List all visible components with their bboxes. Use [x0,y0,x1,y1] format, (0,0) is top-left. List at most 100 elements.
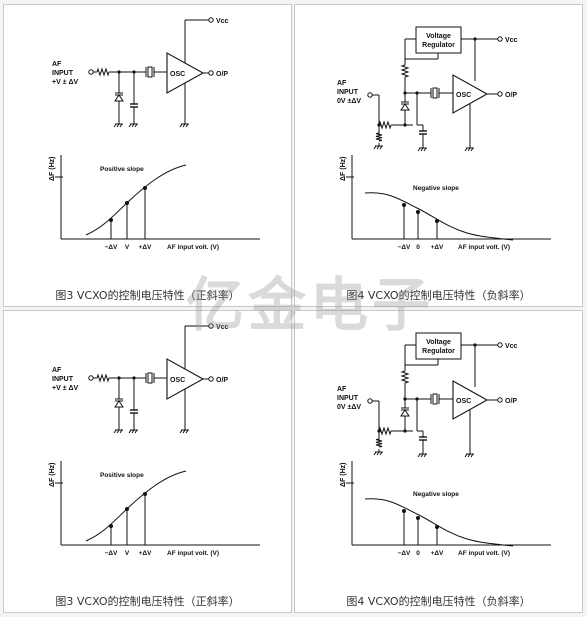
curve-label: Negative slope [413,491,459,498]
voltage-regulator-box [415,26,462,54]
y-axis-label: ΔF (Hz) [340,463,347,487]
y-axis-label: ΔF (Hz) [49,463,56,487]
resistor-icon [375,132,383,142]
resistor-icon [400,64,410,78]
terminal-icon [367,92,373,98]
regulator-label: Voltage [426,339,451,346]
terminal-icon [208,70,214,76]
terminal-icon [208,323,214,329]
input-label: INPUT [337,89,359,96]
input-label: 0V ±ΔV [337,98,361,105]
terminal-icon [88,375,94,381]
input-label: INPUT [52,376,74,383]
terminal-icon [208,376,214,382]
x-tick-label: 0 [416,550,420,557]
curve-label: Positive slope [100,472,144,479]
x-tick-label: −ΔV [105,550,118,557]
capacitor-icon [419,130,427,135]
x-tick-label: −ΔV [105,244,118,251]
curve-point [125,201,129,205]
x-axis-label: AF input volt. (V) [458,244,510,251]
y-axis-label: ΔF (Hz) [340,157,347,181]
ground-icon [373,449,383,456]
curve-point [143,186,147,190]
output-label: O/P [216,71,228,78]
output-label: O/P [216,377,228,384]
vcc-label: Vcc [216,18,229,25]
terminal-icon [367,398,373,404]
crystal-icon [430,87,440,99]
curve-point [435,525,439,529]
junction-dot [403,123,407,127]
terminal-icon [208,17,214,23]
resistor-icon [96,373,110,383]
curve-point [416,516,420,520]
terminal-icon [497,342,503,348]
input-label: AF [337,80,347,87]
x-tick-label: +ΔV [431,244,444,251]
ground-icon [179,427,189,434]
resistor-icon [378,426,392,436]
curve-point [109,524,113,528]
capacitor-icon [130,103,138,108]
ground-icon [417,145,427,152]
figure-caption: 图3 VCXO的控制电压特性（正斜率） [55,289,240,302]
x-tick-label: −ΔV [398,244,411,251]
terminal-icon [497,36,503,42]
input-label: INPUT [337,395,359,402]
ground-icon [128,427,138,434]
osc-label: OSC [456,398,471,405]
x-tick-label: −ΔV [398,550,411,557]
ground-icon [373,143,383,150]
ground-icon [128,121,138,128]
regulator-label: Regulator [422,42,455,49]
osc-label: OSC [170,71,185,78]
regulator-label: Voltage [426,33,451,40]
x-tick-label: 0 [416,244,420,251]
x-tick-label: +ΔV [139,550,152,557]
figure-caption: 图4 VCXO的控制电压特性（负斜率） [346,595,531,608]
terminal-icon [497,397,503,403]
ground-icon [113,427,123,434]
vcc-label: Vcc [505,37,518,44]
curve-point [143,492,147,496]
response-curve [85,164,187,236]
resistor-icon [378,120,392,130]
response-curve [364,498,514,547]
input-label: INPUT [52,70,74,77]
junction-dot [403,429,407,433]
x-axis-label: AF input volt. (V) [167,244,219,251]
ground-icon [464,145,474,152]
figure-caption: 图3 VCXO的控制电压特性（正斜率） [55,595,240,608]
input-label: +V ± ΔV [52,385,79,392]
regulator-label: Regulator [422,348,455,355]
resistor-icon [375,438,383,448]
voltage-regulator-box [415,332,462,360]
curve-point [402,203,406,207]
x-tick-label: V [125,550,130,557]
terminal-icon [88,69,94,75]
varactor-diode-icon [400,101,410,111]
input-label: +V ± ΔV [52,79,79,86]
input-label: AF [52,367,62,374]
output-label: O/P [505,398,517,405]
vcc-label: Vcc [216,324,229,331]
oscillator-amplifier [452,380,489,420]
curve-point [125,507,129,511]
response-curve [364,192,514,241]
varactor-diode-icon [114,398,124,408]
oscillator-amplifier [452,74,489,114]
